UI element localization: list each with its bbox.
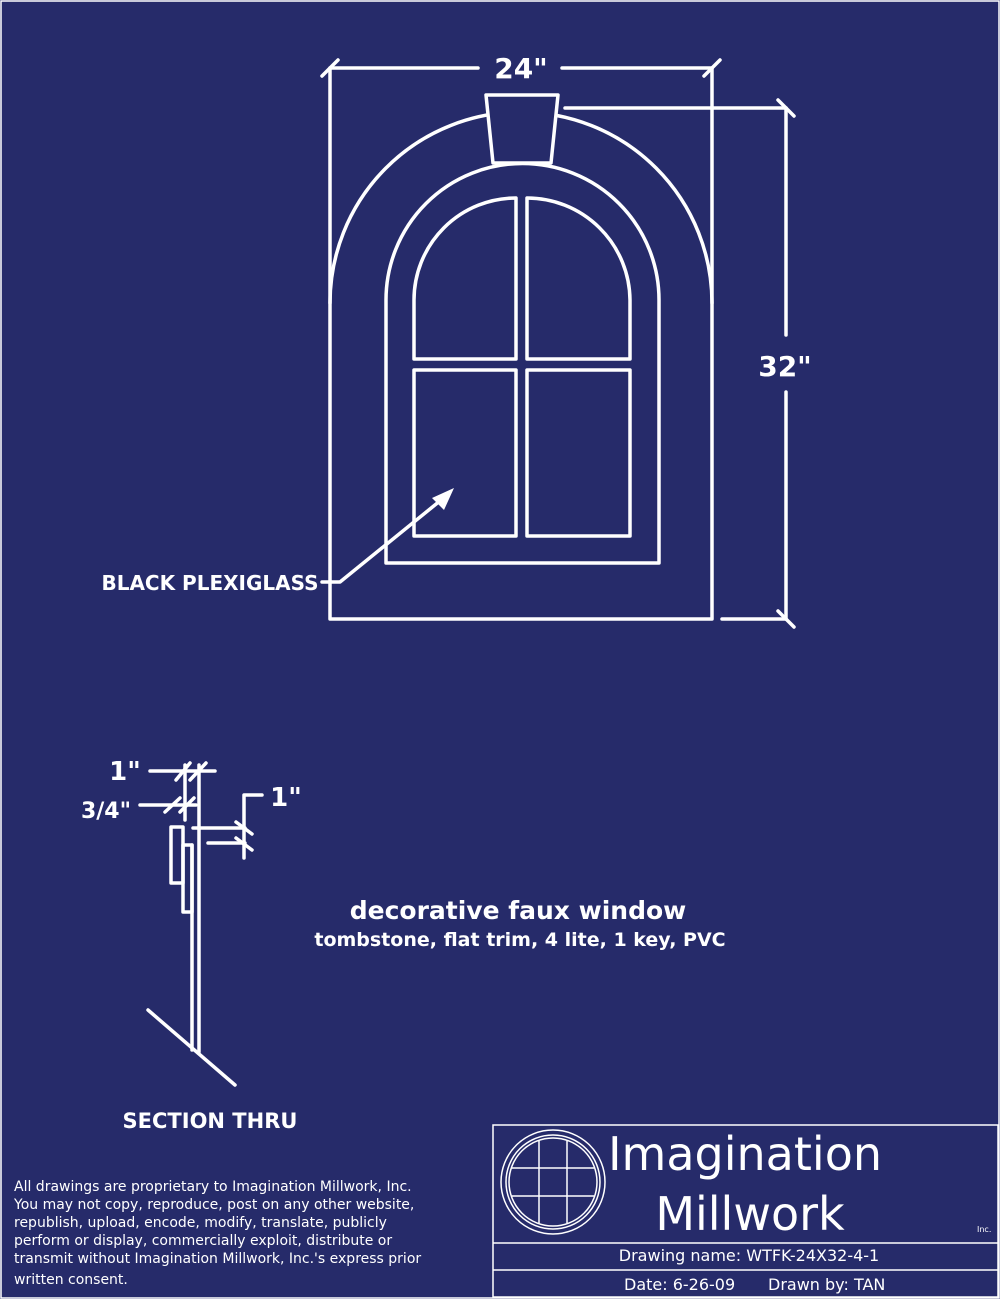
pane-top-left bbox=[412, 196, 518, 361]
drawing-date: Date: 6-26-09 bbox=[624, 1275, 735, 1294]
company-suffix: Inc. bbox=[977, 1225, 991, 1234]
section-dim-1b: 1" bbox=[270, 783, 302, 813]
pane-top-right bbox=[525, 196, 632, 361]
keystone bbox=[484, 93, 560, 165]
pane-bottom-right bbox=[525, 368, 632, 538]
pane-bottom-left bbox=[412, 368, 518, 538]
svg-text:perform or display, commercial: perform or display, commercially exploit… bbox=[14, 1233, 392, 1249]
svg-text:transmit without Imagination M: transmit without Imagination Millwork, I… bbox=[14, 1251, 421, 1267]
svg-text:All drawings are proprietary t: All drawings are proprietary to Imaginat… bbox=[14, 1179, 412, 1195]
height-dimension: 32" bbox=[563, 98, 812, 629]
svg-text:You may not copy, reproduce, p: You may not copy, reproduce, post on any… bbox=[13, 1197, 414, 1213]
svg-text:written consent.: written consent. bbox=[14, 1272, 128, 1288]
width-dim-label: 24" bbox=[494, 52, 548, 85]
drawing-name: Drawing name: WTFK-24X32-4-1 bbox=[619, 1246, 879, 1265]
section-dim-3-4: 3/4" bbox=[81, 799, 131, 824]
arrowhead-icon bbox=[432, 488, 454, 510]
drawing-title: decorative faux window bbox=[350, 896, 687, 925]
disclaimer: All drawings are proprietary to Imaginat… bbox=[13, 1179, 421, 1288]
company-name-line2: Millwork bbox=[655, 1187, 845, 1241]
height-dim-label: 32" bbox=[758, 350, 812, 383]
section-detail: 1" 3/4" 1" SECTION THRU bbox=[81, 757, 302, 1133]
section-dim-1: 1" bbox=[109, 757, 141, 787]
plexiglass-callout: BLACK PLEXIGLASS bbox=[101, 488, 454, 595]
drawing-subtitle: tombstone, flat trim, 4 lite, 1 key, PVC bbox=[314, 929, 725, 951]
title-block: Imagination Millwork Inc. Drawing name: … bbox=[492, 1124, 999, 1298]
company-name-line1: Imagination bbox=[608, 1127, 882, 1181]
section-label: SECTION THRU bbox=[123, 1109, 298, 1133]
drawn-by: Drawn by: TAN bbox=[768, 1275, 885, 1294]
logo-round-window-icon bbox=[500, 1129, 606, 1235]
svg-text:republish, upload, encode, mod: republish, upload, encode, modify, trans… bbox=[14, 1215, 387, 1231]
width-dimension: 24" bbox=[320, 52, 722, 305]
callout-label: BLACK PLEXIGLASS bbox=[101, 571, 318, 595]
window-elevation bbox=[328, 93, 714, 621]
inner-frame bbox=[384, 161, 661, 565]
